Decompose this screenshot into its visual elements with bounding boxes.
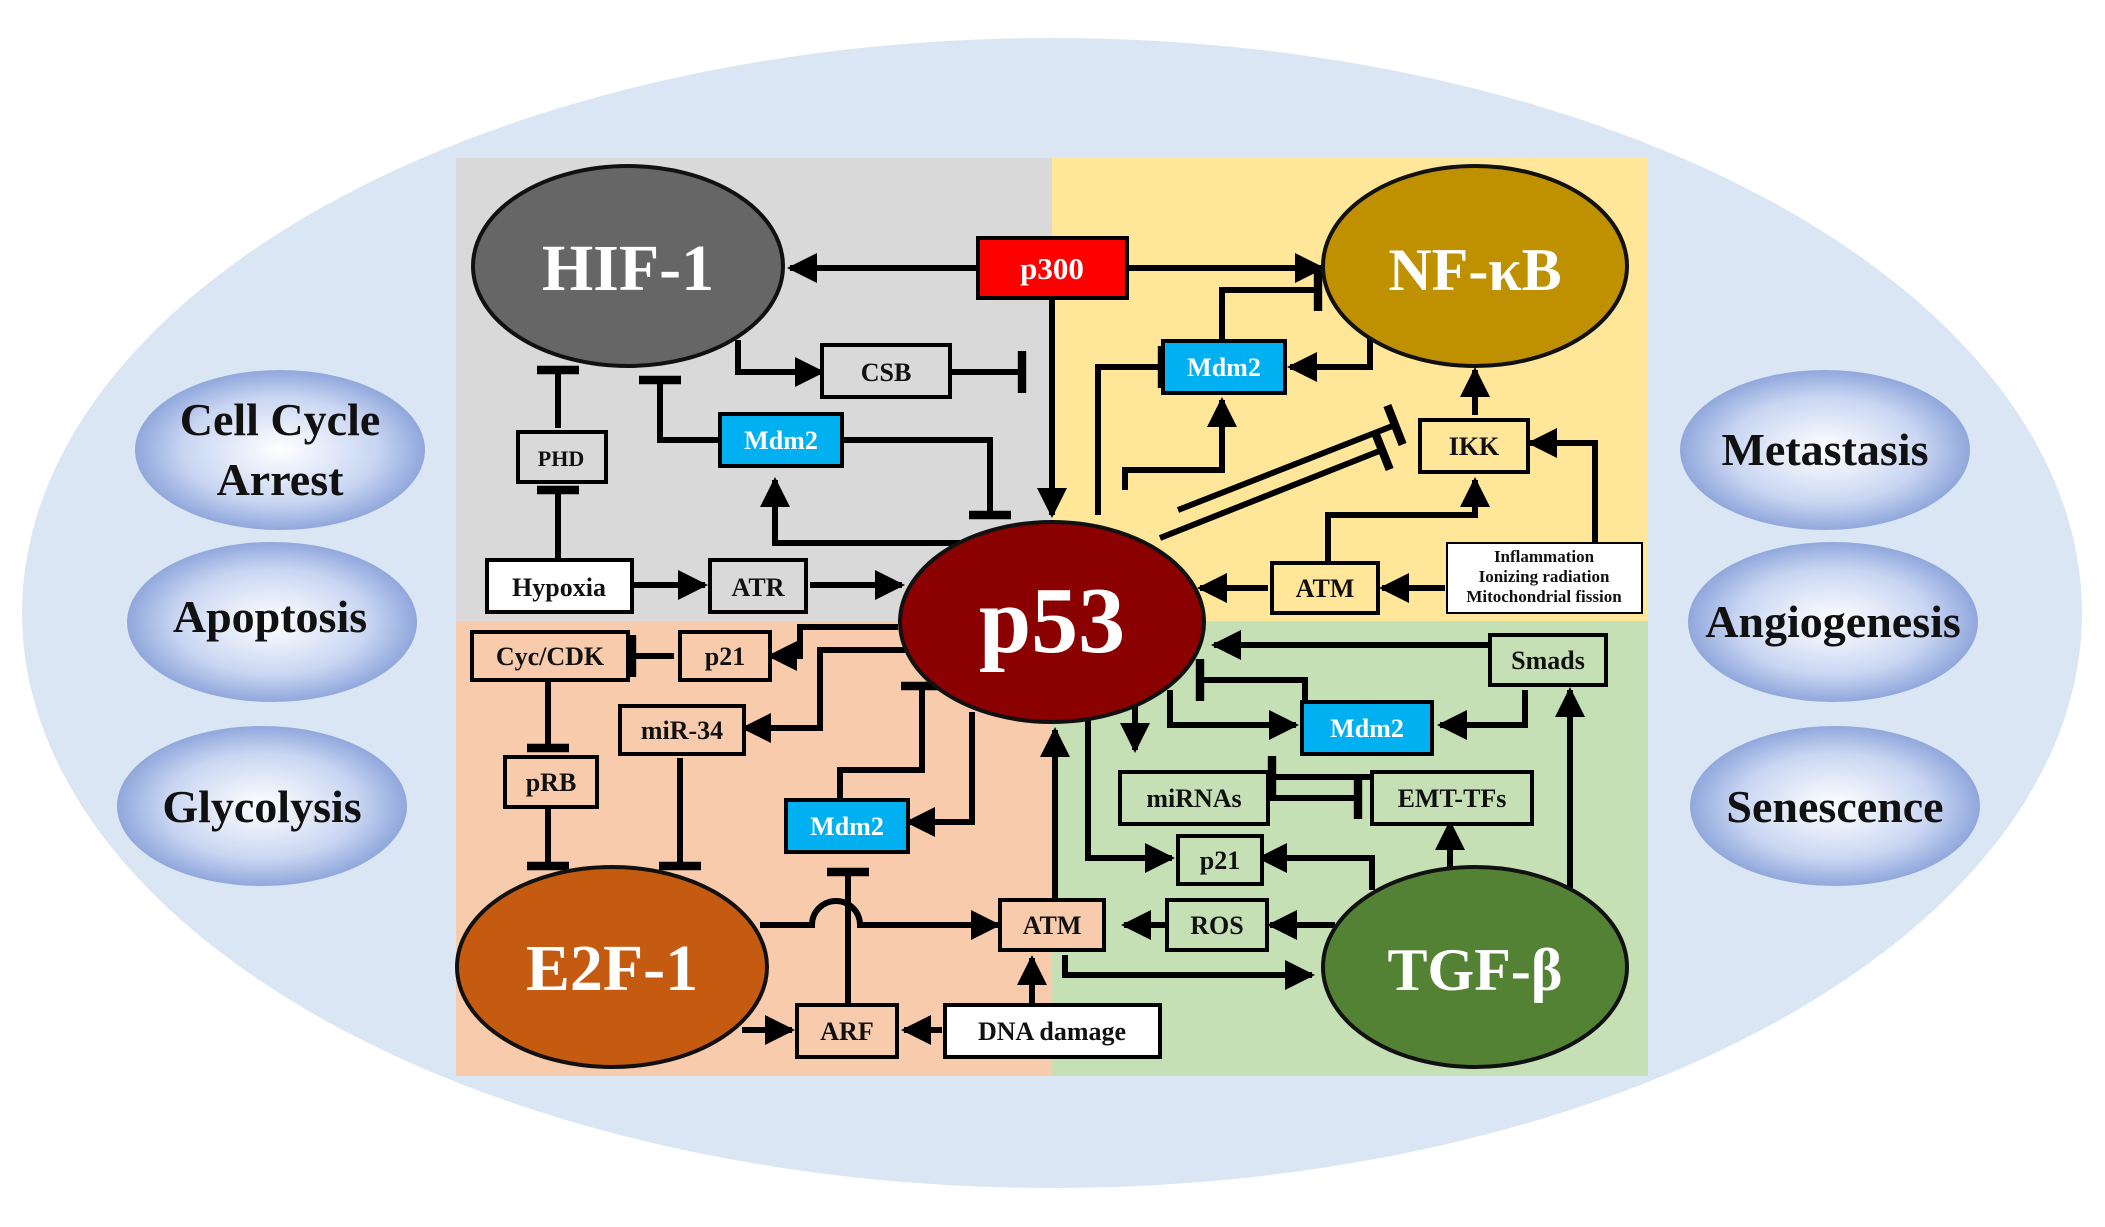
hub-p53: p53 (898, 520, 1206, 724)
node-label: ROS (1190, 911, 1243, 940)
hub-e2f1: E2F-1 (455, 865, 769, 1069)
node-label: Mdm2 (1330, 714, 1404, 743)
node-csb: CSB (820, 343, 952, 399)
node-mdm2-tgf: Mdm2 (1300, 700, 1434, 756)
outcome-label: Cell Cycle (180, 394, 381, 445)
node-p300: p300 (976, 236, 1129, 300)
node-label: Inflammation (1494, 547, 1595, 566)
hub-hif1: HIF-1 (471, 164, 785, 368)
node-label: EMT-TFs (1398, 784, 1507, 813)
outcome-angiogenesis: Angiogenesis (1688, 542, 1978, 702)
node-mirnas: miRNAs (1118, 770, 1270, 826)
node-label: p21 (1200, 846, 1240, 875)
node-label: p21 (705, 642, 745, 671)
node-atm-mid: ATM (998, 898, 1106, 952)
node-label: Smads (1511, 646, 1585, 675)
node-label: Mdm2 (810, 812, 884, 841)
node-mdm2-hif: Mdm2 (718, 412, 844, 468)
node-prb: pRB (503, 755, 599, 809)
node-smads: Smads (1488, 633, 1608, 687)
outcome-metastasis: Metastasis (1680, 370, 1970, 530)
hub-label: NF-κB (1388, 237, 1561, 303)
node-dna-damage: DNA damage (943, 1003, 1162, 1059)
node-label: p300 (1020, 251, 1084, 286)
node-p21-e2f: p21 (678, 630, 772, 682)
outcome-label: Apoptosis (173, 591, 367, 642)
node-label: Mitochondrial fission (1466, 587, 1622, 606)
node-label: Cyc/CDK (496, 642, 605, 671)
node-atm-nfkb: ATM (1270, 561, 1380, 615)
node-mir34: miR-34 (618, 704, 746, 756)
node-label: ATM (1296, 574, 1355, 603)
node-emt-tfs: EMT-TFs (1370, 770, 1534, 826)
outcome-apoptosis: Apoptosis (127, 542, 417, 702)
node-label: CSB (861, 358, 912, 387)
node-p21-tgf: p21 (1176, 834, 1264, 886)
node-label: DNA damage (978, 1017, 1126, 1046)
outcome-senescence: Senescence (1690, 726, 1980, 886)
outcome-glycolysis: Glycolysis (117, 726, 407, 886)
node-label: Mdm2 (744, 426, 818, 455)
outcome-label: Senescence (1726, 781, 1943, 832)
hub-label: p53 (979, 569, 1125, 673)
hub-label: HIF-1 (542, 232, 714, 305)
node-ros: ROS (1165, 898, 1269, 952)
outcome-cell-cycle-arrest: Cell Cycle Arrest (135, 370, 425, 530)
hub-label: TGF-β (1388, 937, 1563, 1003)
node-cyc-cdk: Cyc/CDK (470, 630, 630, 682)
hub-nfkb: NF-κB (1321, 164, 1629, 368)
node-label: Hypoxia (512, 573, 606, 602)
node-label: Mdm2 (1187, 353, 1261, 382)
node-mdm2-nfkb: Mdm2 (1161, 339, 1287, 395)
node-label: ATM (1023, 911, 1082, 940)
node-boxes: p300 CSB PHD Mdm2 Hypoxia ATR Mdm2 (470, 236, 1643, 1059)
node-mdm2-e2f: Mdm2 (784, 798, 910, 854)
node-label: ARF (820, 1017, 873, 1046)
hub-tgfb: TGF-β (1321, 865, 1629, 1069)
outcome-label: Arrest (217, 454, 345, 505)
node-arf: ARF (795, 1003, 899, 1059)
node-ikk: IKK (1418, 418, 1530, 474)
outcome-label: Glycolysis (162, 781, 361, 832)
outcome-label: Angiogenesis (1705, 596, 1961, 647)
node-phd: PHD (516, 430, 608, 484)
node-label: ATR (732, 573, 785, 602)
node-label: miRNAs (1146, 784, 1241, 813)
hub-label: E2F-1 (526, 932, 698, 1005)
node-label: miR-34 (641, 716, 723, 745)
node-atr: ATR (708, 558, 808, 614)
node-label: IKK (1449, 432, 1500, 461)
node-label: pRB (526, 768, 577, 797)
outcome-label: Metastasis (1722, 424, 1929, 475)
node-stress-box: Inflammation Ionizing radiation Mitochon… (1446, 542, 1643, 614)
node-label: PHD (538, 446, 584, 471)
edges (527, 253, 1598, 1045)
node-hypoxia: Hypoxia (485, 558, 634, 614)
node-label: Ionizing radiation (1479, 567, 1610, 586)
